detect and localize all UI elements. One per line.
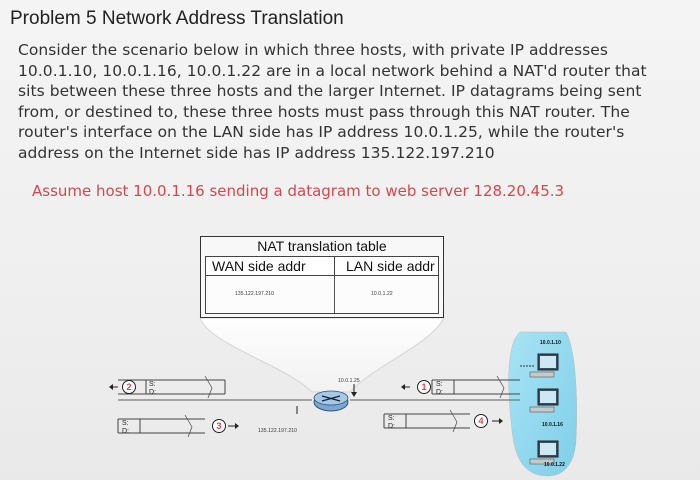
sd-label-step4: S: D: [388, 415, 395, 431]
step-2-marker: 2 [122, 380, 136, 394]
nat-table-caption: NAT translation table [257, 238, 387, 254]
problem-line-4: from, or destined to, these three hosts … [18, 102, 630, 121]
step-4-marker: 4 [474, 414, 488, 428]
nat-table-row [205, 276, 439, 314]
source-label: S: [436, 381, 443, 388]
wan-side-header: WAN side addr [212, 258, 306, 274]
problem-title: Problem 5 Network Address Translation [10, 8, 344, 29]
destination-label: D: [388, 423, 395, 430]
problem-line-1: Consider the scenario below in which thr… [18, 41, 608, 59]
step-3-marker: 3 [212, 419, 226, 433]
problem-description: Consider the scenario below in which thr… [18, 40, 688, 163]
problem-line-6: address on the Internet side has IP addr… [18, 143, 495, 162]
sd-label-step3: S: D: [122, 420, 129, 436]
problem-line-2: 10.0.1.10, 10.0.1.16, 10.0.1.22 are in a… [18, 61, 647, 80]
sd-label-step1: S: D: [436, 381, 443, 397]
nat-table-funnel [199, 317, 445, 393]
host-computer-3 [529, 440, 559, 465]
lan-side-header: LAN side addr [346, 258, 435, 274]
nat-table-header: WAN side addr LAN side addr [205, 256, 439, 276]
problem-line-5: router's interface on the LAN side has I… [18, 123, 625, 141]
host-3-ip: 10.0.1.22 [544, 462, 565, 468]
router-wan-ip-label: 135.122.197.210 [258, 428, 298, 434]
host-1-ip: 10.0.1.10 [540, 340, 561, 346]
nat-wan-value: 135.122.197.210 [235, 291, 275, 297]
nat-header-divider [334, 257, 335, 275]
step-1-marker: 1 [417, 380, 431, 394]
destination-label: D: [149, 389, 156, 396]
source-label: S: [149, 381, 156, 388]
source-label: S: [388, 415, 395, 422]
nat-row-divider [334, 276, 335, 313]
destination-label: D: [122, 428, 129, 435]
host-2-ip: 10.0.1.16 [542, 422, 563, 428]
source-label: S: [122, 420, 129, 427]
host-computer-1 [520, 353, 559, 378]
destination-label: D: [436, 389, 443, 396]
nat-translation-table: NAT translation table WAN side addr LAN … [200, 236, 444, 318]
nat-lan-value: 10.0.1.22 [371, 291, 393, 297]
problem-line-3: sits between these three hosts and the l… [18, 82, 642, 100]
assumption-text: Assume host 10.0.1.16 sending a datagram… [32, 182, 565, 200]
host-computer-2 [529, 388, 559, 413]
sd-label-step2: S: D: [149, 381, 156, 397]
router-lan-ip-label: 10.0.1.25 [338, 378, 360, 384]
